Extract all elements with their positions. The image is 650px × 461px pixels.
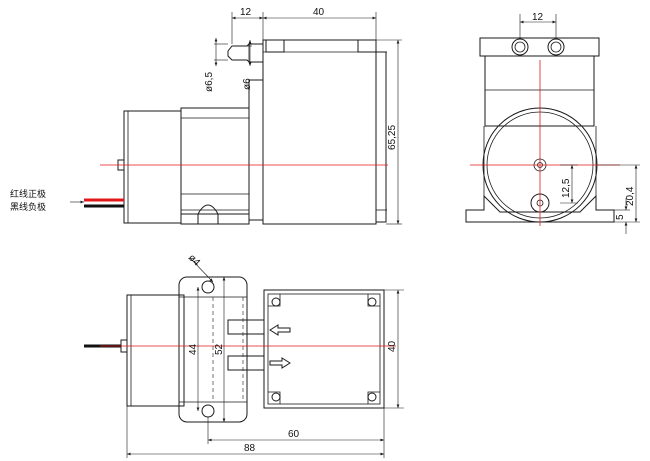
top-nozzle-upper: [227, 319, 265, 335]
front-port-right: [547, 38, 565, 56]
dim-top-52: 52: [214, 343, 225, 355]
side-flange-block: [180, 107, 250, 225]
side-tube-nozzle: [227, 43, 263, 63]
dim-top-60: 60: [288, 429, 300, 440]
front-port-left: [511, 38, 529, 56]
dim-side-dia-6-5: ø6,5: [204, 72, 215, 92]
top-nozzle-lower: [227, 355, 265, 371]
front-pump-head: [479, 37, 600, 57]
top-view: ø4 44 52 40 60 88: [84, 252, 404, 458]
front-base: [465, 194, 615, 223]
flow-arrow-right-icon: [269, 357, 291, 369]
dim-side-40: 40: [313, 7, 325, 18]
side-motor-body: [123, 110, 182, 224]
dim-side-65-25: 65,25: [387, 125, 398, 150]
top-flange: [178, 276, 248, 423]
top-pump-head: [263, 289, 385, 409]
side-view: 红线正极 黑线负极 12 40: [10, 7, 402, 225]
dim-top-44: 44: [188, 343, 199, 355]
dim-top-88: 88: [244, 443, 256, 454]
top-mount-hole-lower: [201, 404, 215, 418]
black-wire-label: 黑线负极: [10, 201, 46, 213]
dim-top-40: 40: [387, 340, 398, 352]
dim-side-12: 12: [240, 7, 252, 18]
dim-front-12-5: 12,5: [561, 178, 572, 198]
dim-front-20-4: 20,4: [625, 186, 636, 206]
dim-side-dia-6: ø6: [242, 78, 253, 90]
dim-front-12: 12: [532, 12, 544, 23]
flow-arrow-left-icon: [269, 324, 291, 336]
dim-front-5: 5: [615, 214, 626, 220]
front-view: 12 12,5 20,4 5: [465, 12, 640, 234]
red-wire-label: 红线正极: [10, 188, 46, 200]
side-pump-head: [262, 39, 377, 225]
dim-top-dia-4: ø4: [186, 252, 202, 268]
top-mount-hole-upper: [201, 280, 215, 294]
top-motor-body: [126, 294, 185, 407]
